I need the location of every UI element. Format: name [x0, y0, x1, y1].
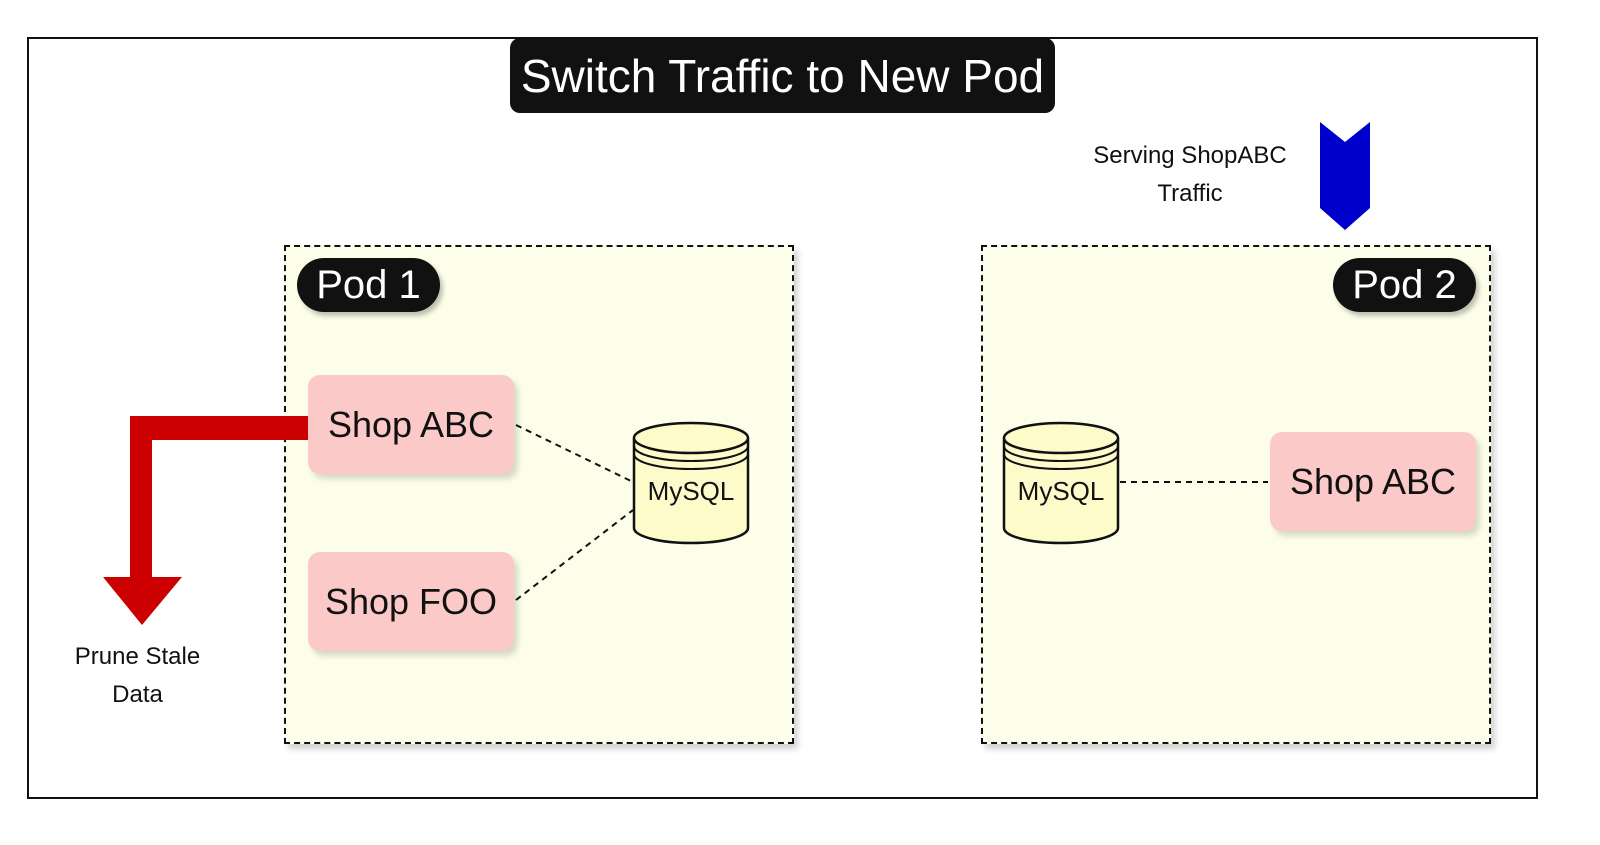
serving-line-1: Serving ShopABC — [1093, 142, 1287, 169]
mysql-database-pod2: MySQL — [1002, 418, 1120, 548]
prune-line-1: Prune Stale — [74, 643, 201, 670]
serving-traffic-annotation: Serving ShopABC Traffic — [1080, 137, 1300, 213]
mysql-cylinder-pod1 — [632, 421, 750, 545]
mysql-cylinder-pod2 — [1002, 421, 1120, 545]
connector-shop-foo-mysql-pod1 — [515, 509, 634, 601]
prune-arrow — [103, 416, 308, 625]
shop-abc-pod2: Shop ABC — [1270, 432, 1476, 531]
shop-abc-pod1: Shop ABC — [308, 375, 514, 474]
mysql-database-pod1: MySQL — [632, 418, 750, 548]
pod-1-label: Pod 1 — [297, 258, 440, 312]
shop-foo-pod1: Shop FOO — [308, 552, 514, 651]
traffic-arrow — [1320, 122, 1370, 230]
diagram-title: Switch Traffic to New Pod — [510, 38, 1055, 113]
connector-shop-abc-mysql-pod1 — [515, 424, 634, 483]
mysql-label-pod1: MySQL — [647, 476, 735, 506]
mysql-label-pod2: MySQL — [1017, 476, 1105, 506]
pod-2-label: Pod 2 — [1333, 258, 1476, 312]
prune-line-2: Data — [112, 681, 163, 708]
prune-stale-data-annotation: Prune Stale Data — [50, 638, 225, 714]
serving-line-2: Traffic — [1157, 180, 1223, 207]
